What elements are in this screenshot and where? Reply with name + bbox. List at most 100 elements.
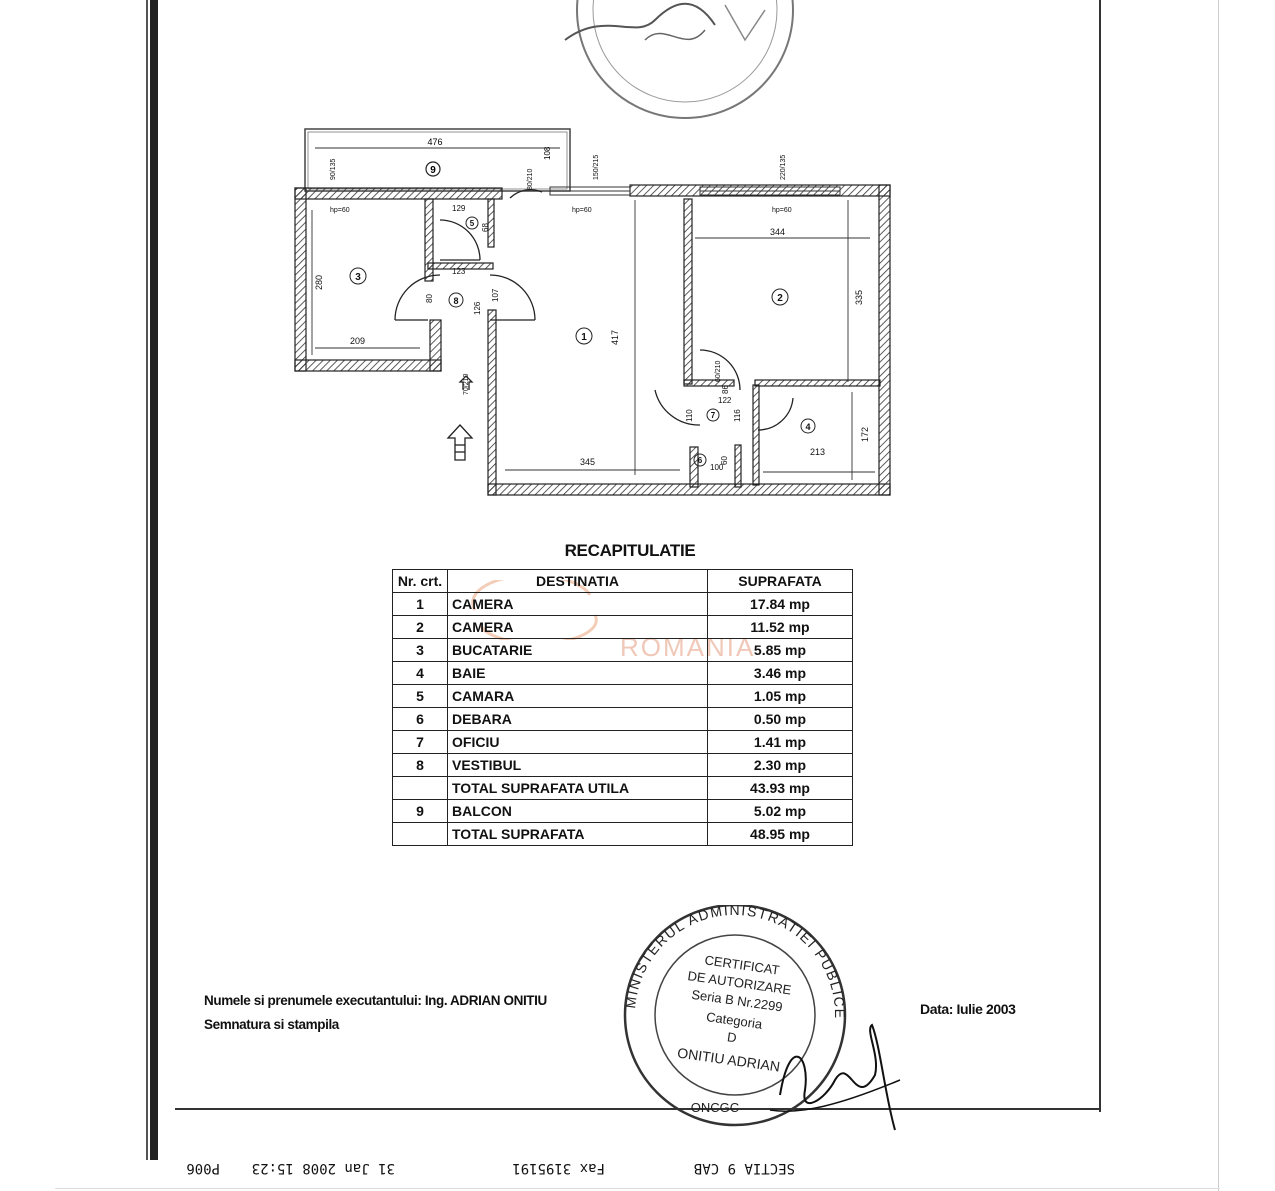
row-nr: 5 [392,684,448,708]
scan-edge-right [1218,0,1219,1191]
room-markers: 1 2 3 4 5 6 7 8 [349,216,816,467]
room-number-7: 7 [711,411,716,420]
r3-width-label: 209 [350,336,365,346]
room-number-4: 4 [805,422,810,432]
row-area: 2.30 mp [707,753,853,777]
height-note-c: hp=60 [772,207,792,214]
r3-height-label: 280 [314,275,324,290]
row-nr: 3 [392,638,448,662]
stamp-line-5: D [726,1029,737,1045]
row-nr: 7 [392,730,448,754]
room-number-5: 5 [470,219,475,228]
row-destination: TOTAL SUPRAFATA UTILA [447,776,708,800]
row-nr: 1 [392,592,448,616]
deb-dim-a: 100 [710,463,724,472]
fax-number: Fax 3195191 [512,1160,605,1176]
row-destination: DEBARA [447,707,708,731]
row-nr [392,776,448,800]
row-area: 17.84 mp [707,592,853,616]
page-border-right [1099,0,1101,1112]
balcony-depth-label: 108 [543,146,552,160]
top-stamp-fragment [564,0,794,119]
row-destination: OFICIU [447,730,708,754]
authorization-stamp: MINISTERUL ADMINISTRATIEI PUBLICE CERTIF… [622,905,901,1131]
fax-datetime: 31 Jan 2008 15:23 [251,1160,395,1176]
r1-width-label: 345 [580,457,595,467]
r5-height-label: 68 [481,223,490,232]
scan-edge-bottom [55,1188,1220,1189]
row-area: 5.02 mp [707,799,853,823]
window-a-label: 90/135 [330,158,337,180]
height-note-a: hp=60 [330,207,350,214]
r2-height-label: 335 [854,290,864,305]
row-area: 0.50 mp [707,707,853,731]
row-nr: 2 [392,615,448,639]
row-nr: 6 [392,707,448,731]
row-destination: CAMARA [447,684,708,708]
entrance-arrow-icon [446,375,474,461]
stamp-line-6: ONITIU ADRIAN [676,1044,781,1074]
document-date: Data: Iulie 2003 [920,1001,1016,1017]
scan-border-left [150,0,158,1160]
window-c-label: 220/135 [780,155,787,180]
vest-dim-c: 80 [425,294,434,303]
row-area: 1.05 mp [707,684,853,708]
floor-plan: 476 9 108 [294,128,891,496]
row-destination: TOTAL SUPRAFATA [447,822,708,846]
doors [394,189,794,431]
r5-width-b-label: 123 [452,267,466,276]
row-nr: 9 [392,799,448,823]
room-number-6: 6 [698,456,703,465]
handwritten-signature [779,1023,896,1131]
vest-dim-b: 107 [491,288,500,302]
row-destination: VESTIBUL [447,753,708,777]
window-b-label: 150/215 [593,155,600,180]
scan-border-left-thin [146,0,148,1160]
fax-page: P006 [186,1160,220,1176]
row-destination: CAMERA [447,592,708,616]
table-header-row: Nr. crt. DESTINATIA SUPRAFATA [392,569,853,593]
hall-dim-a: 122 [718,396,732,405]
r2-width-label: 344 [770,227,785,237]
dimension-labels: 417 345 344 335 280 209 213 172 129 123 … [314,155,870,472]
row-destination: CAMERA [447,615,708,639]
room-number-1: 1 [581,332,587,343]
door-c-label: 60/210 [715,360,722,382]
row-area: 48.95 mp [707,822,853,846]
row-destination: BAIE [447,661,708,685]
header-destination: DESTINATIA [447,569,708,593]
r1-height-label: 417 [610,330,620,345]
row-area: 43.93 mp [707,776,853,800]
page-border-bottom [175,1108,1100,1110]
stamp-bottom-text: ONCGC [691,1100,739,1115]
stamp-line-4: Categoria [705,1009,764,1032]
vest-dim-a: 126 [473,301,482,315]
row-area: 1.41 mp [707,730,853,754]
hall-dim-d: 86 [721,385,730,394]
room-number-3: 3 [355,272,361,283]
r5-width-label: 129 [452,204,466,213]
recap-title: RECAPITULATIE [564,541,696,560]
r4-height-label: 172 [860,427,870,442]
signature-label: Semnatura si stampila [204,1017,339,1032]
fax-header-line: SECTIA 9 CAB Fax 3195191 31 Jan 2008 15:… [175,1158,795,1176]
executant-name: Numele si prenumele executantului: Ing. … [204,993,547,1008]
header-nr: Nr. crt. [392,569,448,593]
door-b-label: 70/210 [463,373,470,395]
row-area: 11.52 mp [707,615,853,639]
balcony-width-label: 476 [427,137,442,147]
row-nr: 4 [392,661,448,685]
height-note-b: hp=60 [572,207,592,214]
deb-dim-b: 60 [720,456,729,465]
